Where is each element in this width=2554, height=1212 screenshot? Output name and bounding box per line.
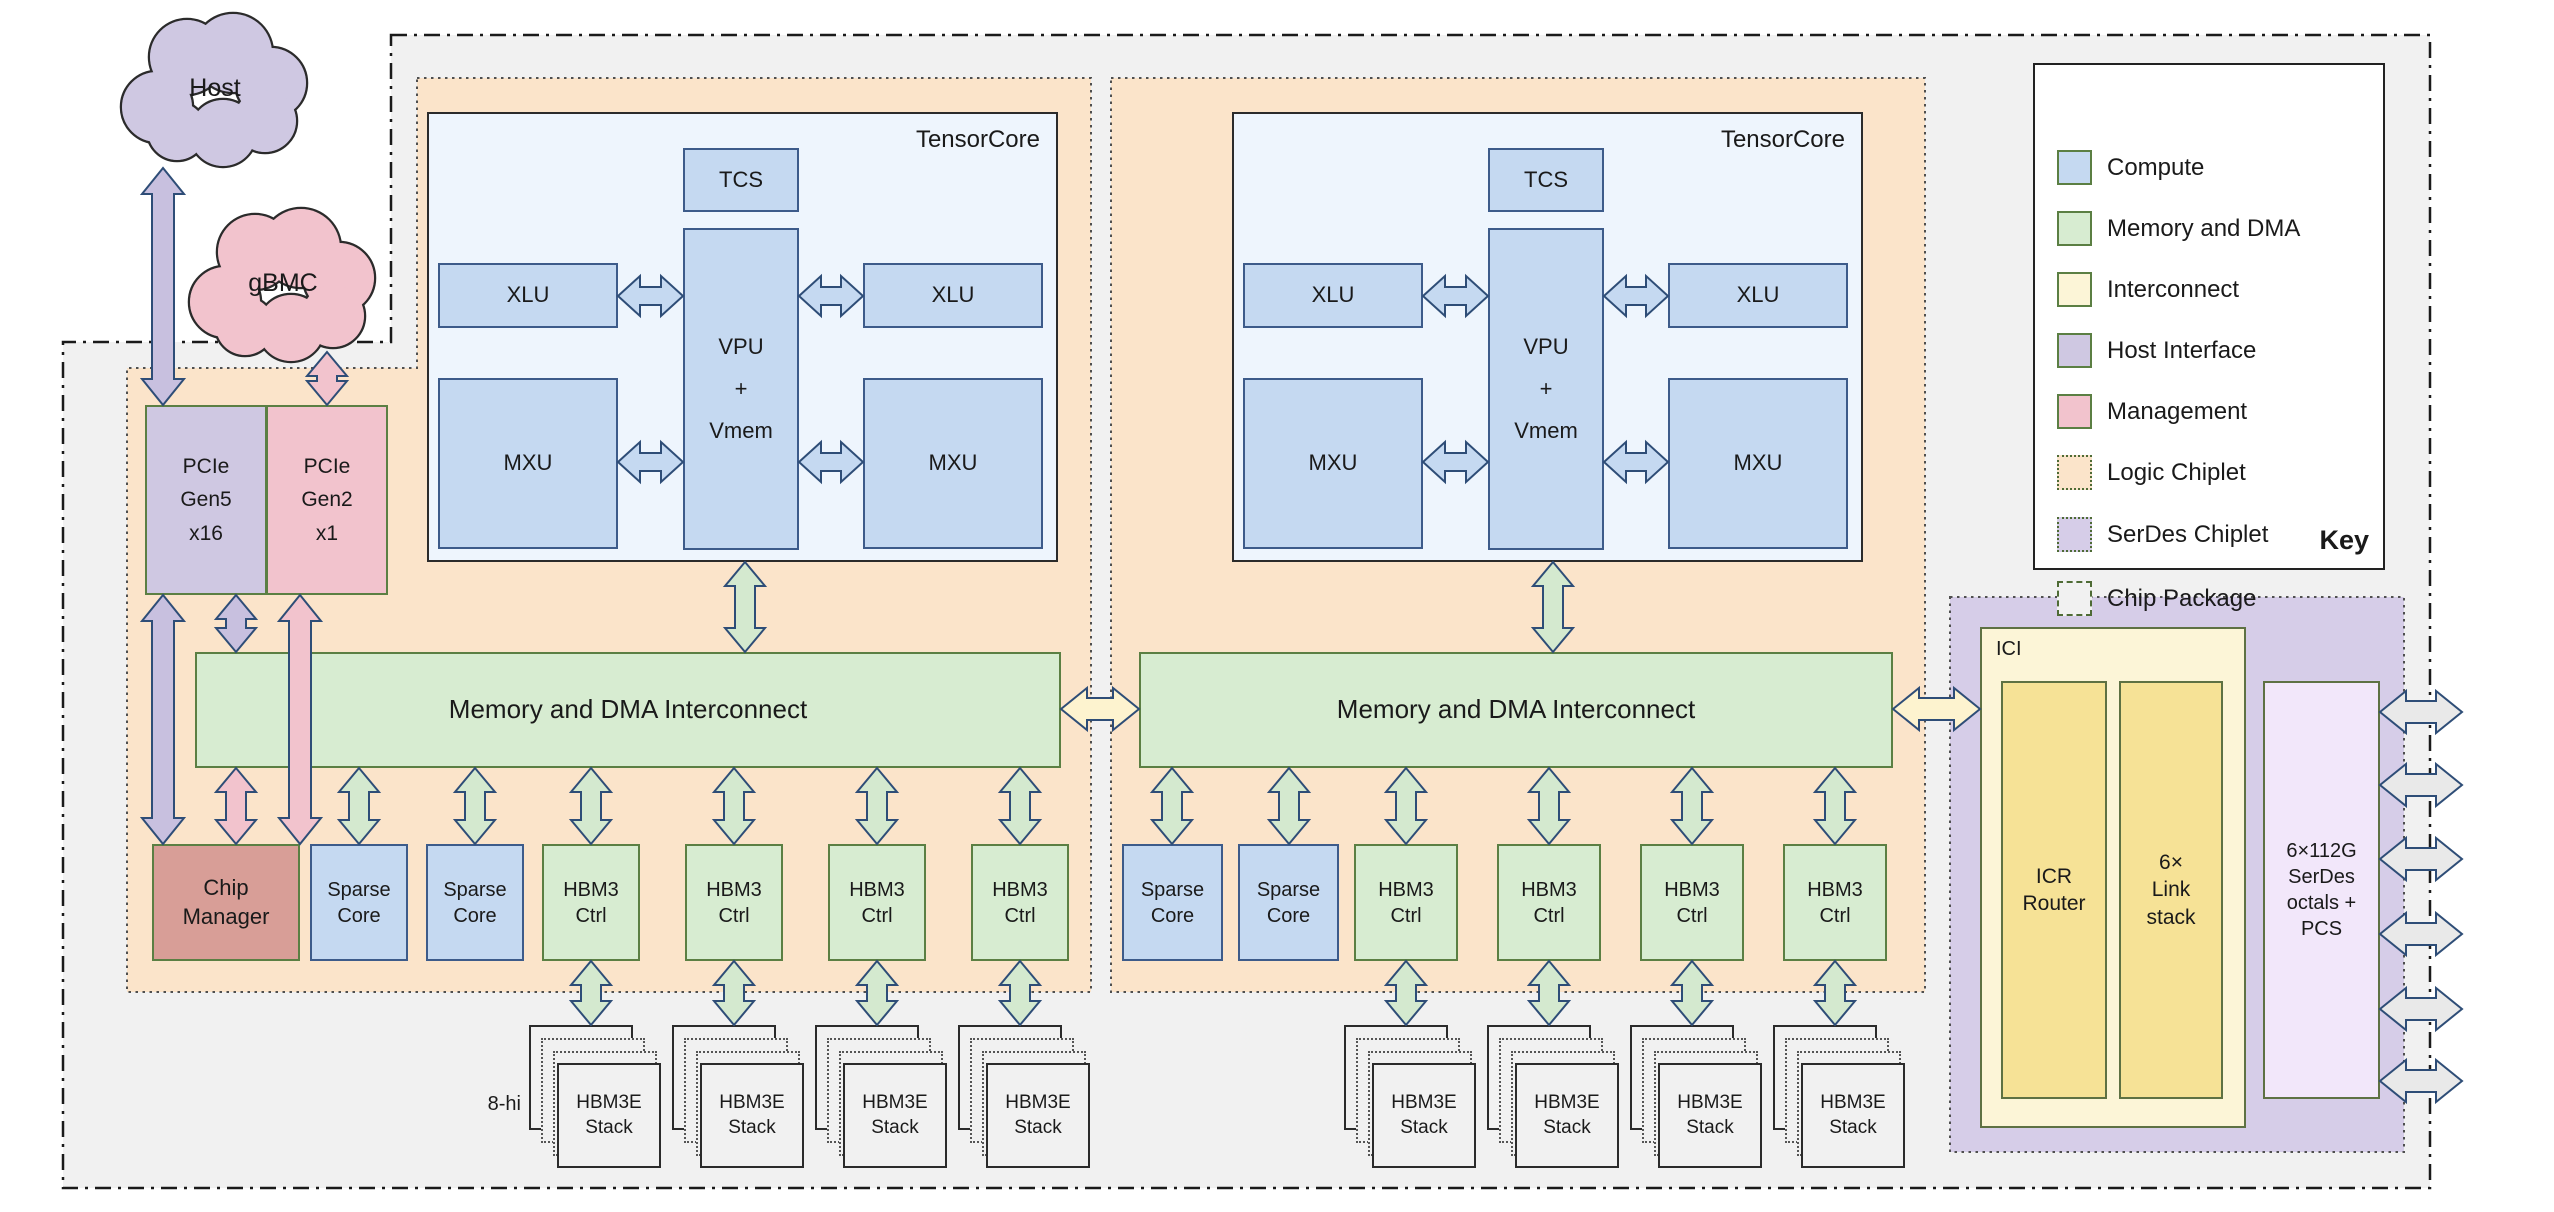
ici-label: ICI: [1996, 638, 2022, 660]
xlu-3: XLU: [1243, 263, 1423, 328]
legend-item-chip-package: Chip Package: [2035, 579, 2383, 619]
gbmc-cloud: [187, 206, 377, 364]
legend-item-logic-chiplet: Logic Chiplet: [2035, 453, 2383, 493]
hbm3-ctrl-4: HBM3 Ctrl: [971, 844, 1069, 961]
serdes-octals: 6×112G SerDes octals + PCS: [2263, 681, 2380, 1099]
host-cloud: [119, 11, 309, 169]
hbm3e-stack-2: HBM3E Stack: [672, 1025, 806, 1170]
tensorcore-1-label: TensorCore: [915, 126, 1040, 153]
chip-manager: Chip Manager: [152, 844, 300, 961]
sparse-core-4: Sparse Core: [1238, 844, 1339, 961]
sparse-core-2: Sparse Core: [426, 844, 524, 961]
hbm3-ctrl-5: HBM3 Ctrl: [1354, 844, 1458, 961]
legend-item-serdes-chiplet: SerDes Chiplet: [2035, 515, 2383, 555]
stack-front: HBM3E Stack: [843, 1063, 947, 1168]
mxu-4: MXU: [1668, 378, 1848, 549]
memory-swatch: [2057, 211, 2092, 246]
legend-key: Compute Memory and DMA Interconnect Host…: [2033, 63, 2385, 616]
hbm3-ctrl-1: HBM3 Ctrl: [542, 844, 640, 961]
legend-label: Chip Package: [2107, 584, 2257, 612]
sparse-core-3: Sparse Core: [1122, 844, 1223, 961]
legend-title: Key: [2319, 525, 2369, 555]
vpu-vmem-2: VPU + Vmem: [1488, 228, 1604, 550]
legend-label: Host Interface: [2107, 336, 2257, 364]
legend-item-interconnect: Interconnect: [2035, 270, 2383, 310]
stack-front: HBM3E Stack: [1372, 1063, 1476, 1168]
hbm3-ctrl-6: HBM3 Ctrl: [1497, 844, 1601, 961]
chip-package-swatch: [2057, 581, 2092, 616]
pcie-gen5-block: PCIe Gen5 x16: [145, 405, 267, 595]
icr-router: ICR Router: [2001, 681, 2107, 1099]
hbm3-ctrl-2: HBM3 Ctrl: [685, 844, 783, 961]
mxu-1: MXU: [438, 378, 618, 549]
legend-label: Compute: [2107, 153, 2205, 181]
stack-front: HBM3E Stack: [986, 1063, 1090, 1168]
logic-chiplet-swatch: [2057, 455, 2092, 490]
link-stack: 6× Link stack: [2119, 681, 2223, 1099]
legend-label: Management: [2107, 397, 2248, 425]
hbm3e-stack-7: HBM3E Stack: [1630, 1025, 1764, 1170]
stack-height-label: 8-hi: [487, 1092, 521, 1115]
xlu-1: XLU: [438, 263, 618, 328]
hbm3e-stack-8: HBM3E Stack: [1773, 1025, 1907, 1170]
legend-label: SerDes Chiplet: [2107, 520, 2269, 548]
tensorcore-2-label: TensorCore: [1720, 126, 1845, 153]
legend-label: Interconnect: [2107, 275, 2240, 303]
xlu-2: XLU: [863, 263, 1043, 328]
interconnect-swatch: [2057, 272, 2092, 307]
gbmc-cloud-label: gBMC: [248, 268, 318, 297]
stack-front: HBM3E Stack: [1658, 1063, 1762, 1168]
legend-item-memory: Memory and DMA: [2035, 209, 2383, 249]
legend-item-compute: Compute: [2035, 148, 2383, 188]
hbm3-ctrl-8: HBM3 Ctrl: [1783, 844, 1887, 961]
tcs-2: TCS: [1488, 148, 1604, 212]
legend-label: Logic Chiplet: [2107, 458, 2246, 486]
sparse-core-1: Sparse Core: [310, 844, 408, 961]
stack-front: HBM3E Stack: [700, 1063, 804, 1168]
hbm3e-stack-6: HBM3E Stack: [1487, 1025, 1621, 1170]
hbm3e-stack-5: HBM3E Stack: [1344, 1025, 1478, 1170]
stack-front: HBM3E Stack: [1801, 1063, 1905, 1168]
legend-item-management: Management: [2035, 392, 2383, 432]
hbm3e-stack-4: HBM3E Stack: [958, 1025, 1092, 1170]
memory-dma-interconnect-1: Memory and DMA Interconnect: [195, 652, 1061, 768]
hbm3e-stack-1: HBM3E Stack: [529, 1025, 663, 1170]
vpu-vmem-1: VPU + Vmem: [683, 228, 799, 550]
management-swatch: [2057, 394, 2092, 429]
pcie-gen2-block: PCIe Gen2 x1: [266, 405, 388, 595]
legend-label: Memory and DMA: [2107, 214, 2301, 242]
compute-swatch: [2057, 150, 2092, 185]
host-cloud-label: Host: [189, 73, 241, 102]
host-interface-swatch: [2057, 333, 2092, 368]
legend-item-host-interface: Host Interface: [2035, 331, 2383, 371]
mxu-2: MXU: [863, 378, 1043, 549]
xlu-4: XLU: [1668, 263, 1848, 328]
hbm3-ctrl-3: HBM3 Ctrl: [828, 844, 926, 961]
hbm3e-stack-3: HBM3E Stack: [815, 1025, 949, 1170]
mxu-3: MXU: [1243, 378, 1423, 549]
serdes-chiplet-swatch: [2057, 517, 2092, 552]
stack-front: HBM3E Stack: [1515, 1063, 1619, 1168]
memory-dma-interconnect-2: Memory and DMA Interconnect: [1139, 652, 1893, 768]
tcs-1: TCS: [683, 148, 799, 212]
stack-front: HBM3E Stack: [557, 1063, 661, 1168]
hbm3-ctrl-7: HBM3 Ctrl: [1640, 844, 1744, 961]
